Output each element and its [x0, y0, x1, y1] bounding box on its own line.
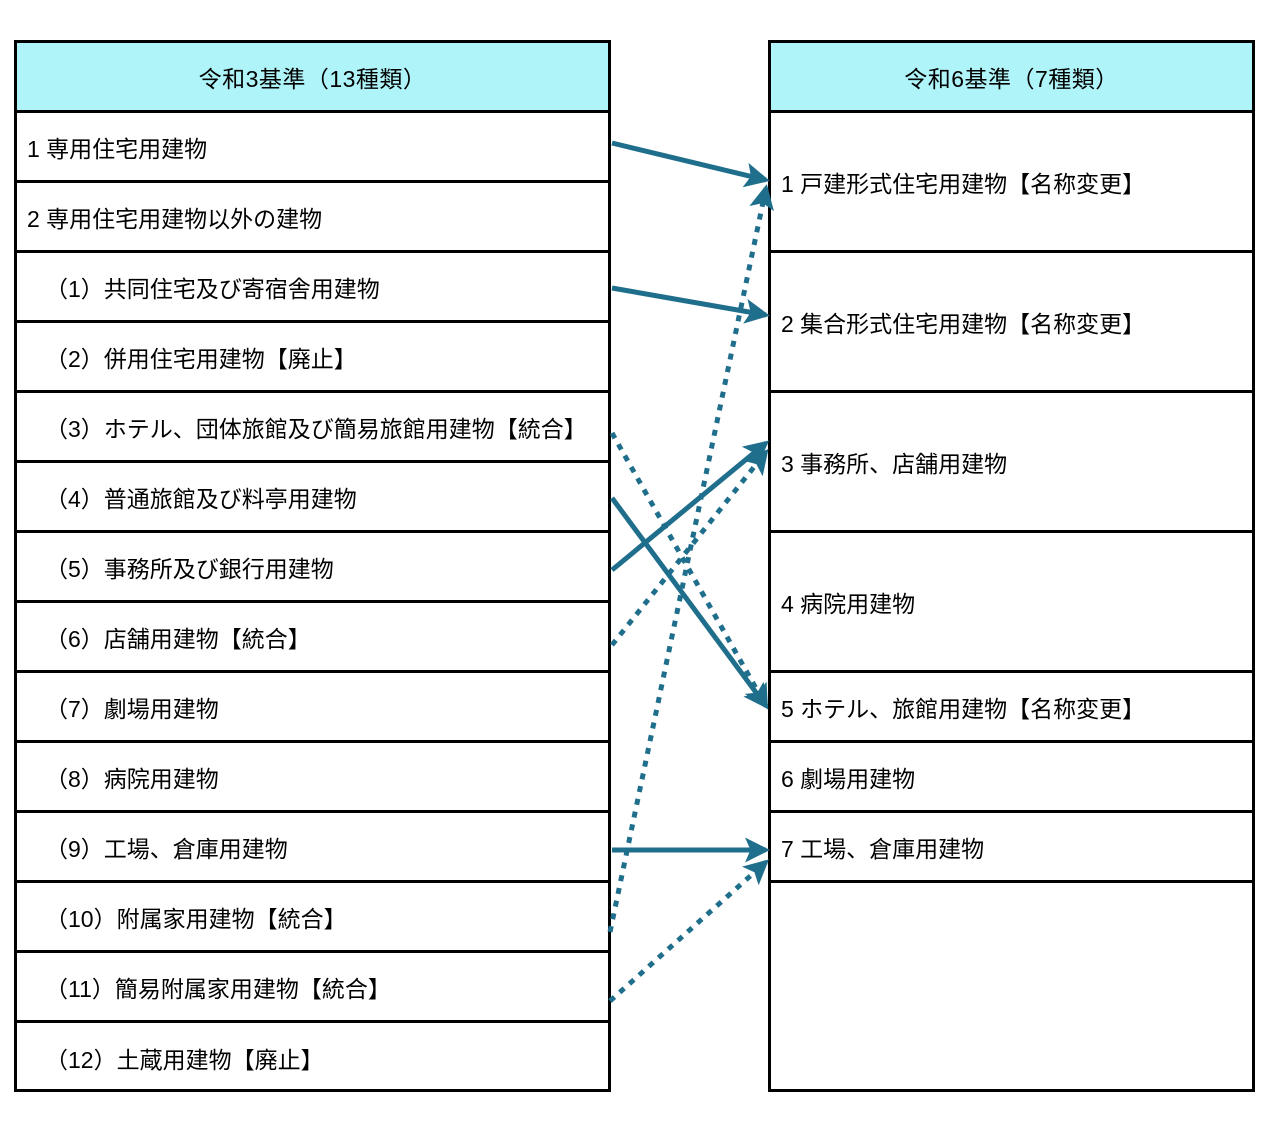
right-row-8 — [771, 883, 1252, 1025]
left-table-header: 令和3基準（13種類） — [17, 43, 608, 113]
arrow-hotel-dantai-to-hotel-ryokan — [609, 431, 769, 710]
left-row-12: （10）附属家用建物【統合】 — [17, 883, 608, 953]
left-row-label: （5）事務所及び銀行用建物 — [45, 555, 334, 582]
left-row-label: （4）普通旅館及び料亭用建物 — [45, 485, 357, 512]
left-row-8: （6）店舗用建物【統合】 — [17, 603, 608, 673]
left-row-2: 2 専用住宅用建物以外の建物 — [17, 183, 608, 253]
left-row-label: （3）ホテル、団体旅館及び簡易旅館用建物【統合】 — [45, 415, 587, 442]
left-row-5: （3）ホテル、団体旅館及び簡易旅館用建物【統合】 — [17, 393, 608, 463]
left-row-7: （5）事務所及び銀行用建物 — [17, 533, 608, 603]
arrow-kyodo-jutaku-to-shugo — [611, 285, 770, 324]
left-row-6: （4）普通旅館及び料亭用建物 — [17, 463, 608, 533]
right-row-label: 6 劇場用建物 — [781, 765, 916, 792]
right-row-6: 6 劇場用建物 — [771, 743, 1252, 813]
left-row-11: （9）工場、倉庫用建物 — [17, 813, 608, 883]
right-row-label: 2 集合形式住宅用建物【名称変更】 — [781, 310, 1146, 337]
right-row-7: 7 工場、倉庫用建物 — [771, 813, 1252, 883]
left-row-13: （11）簡易附属家用建物【統合】 — [17, 953, 608, 1023]
arrow-senyo-jutaku-to-kodate — [611, 140, 770, 188]
left-row-label: （9）工場、倉庫用建物 — [45, 835, 288, 862]
left-row-label: 2 専用住宅用建物以外の建物 — [27, 205, 323, 232]
left-row-label: （10）附属家用建物【統合】 — [45, 905, 347, 932]
left-row-3: （1）共同住宅及び寄宿舎用建物 — [17, 253, 608, 323]
left-row-1: 1 専用住宅用建物 — [17, 113, 608, 183]
left-row-10: （8）病院用建物 — [17, 743, 608, 813]
left-row-label: （7）劇場用建物 — [45, 695, 219, 722]
left-row-14: （12）土蔵用建物【廃止】 — [17, 1023, 608, 1093]
right-table-reiwa6: 令和6基準（7種類） 1 戸建形式住宅用建物【名称変更】 2 集合形式住宅用建物【… — [768, 40, 1255, 1092]
right-row-label: 1 戸建形式住宅用建物【名称変更】 — [781, 170, 1146, 197]
arrow-fuzokuya-to-kodate — [607, 184, 774, 933]
arrow-futsu-ryokan-to-hotel-ryokan — [609, 496, 769, 710]
left-row-9: （7）劇場用建物 — [17, 673, 608, 743]
right-row-label: 7 工場、倉庫用建物 — [781, 835, 985, 862]
right-row-1: 1 戸建形式住宅用建物【名称変更】 — [771, 113, 1252, 253]
left-row-label: （8）病院用建物 — [45, 765, 219, 792]
right-row-label: 5 ホテル、旅館用建物【名称変更】 — [781, 695, 1146, 722]
arrow-kani-fuzokuya-to-kojo-soko — [608, 859, 769, 1003]
right-row-4: 4 病院用建物 — [771, 533, 1252, 673]
left-row-label: （12）土蔵用建物【廃止】 — [45, 1047, 324, 1073]
left-table-reiwa3: 令和3基準（13種類） 1 専用住宅用建物 2 専用住宅用建物以外の建物 （1）共同… — [14, 40, 611, 1092]
left-row-label: （1）共同住宅及び寄宿舎用建物 — [45, 275, 380, 302]
left-row-label: （2）併用住宅用建物【廃止】 — [45, 345, 357, 372]
arrow-tenpo-to-jimusho-tenpo — [610, 448, 769, 647]
left-row-label: 1 専用住宅用建物 — [27, 135, 208, 162]
right-row-2: 2 集合形式住宅用建物【名称変更】 — [771, 253, 1252, 393]
right-row-5: 5 ホテル、旅館用建物【名称変更】 — [771, 673, 1252, 743]
left-row-4: （2）併用住宅用建物【廃止】 — [17, 323, 608, 393]
right-table-header: 令和6基準（7種類） — [771, 43, 1252, 113]
right-row-3: 3 事務所、店舗用建物 — [771, 393, 1252, 533]
arrow-jimusho-ginko-to-jimusho-tenpo — [610, 440, 770, 572]
left-row-label: （6）店舗用建物【統合】 — [45, 625, 311, 652]
right-row-label: 3 事務所、店舗用建物 — [781, 450, 1008, 477]
right-row-label: 4 病院用建物 — [781, 590, 916, 617]
left-row-label: （11）簡易附属家用建物【統合】 — [45, 975, 391, 1002]
